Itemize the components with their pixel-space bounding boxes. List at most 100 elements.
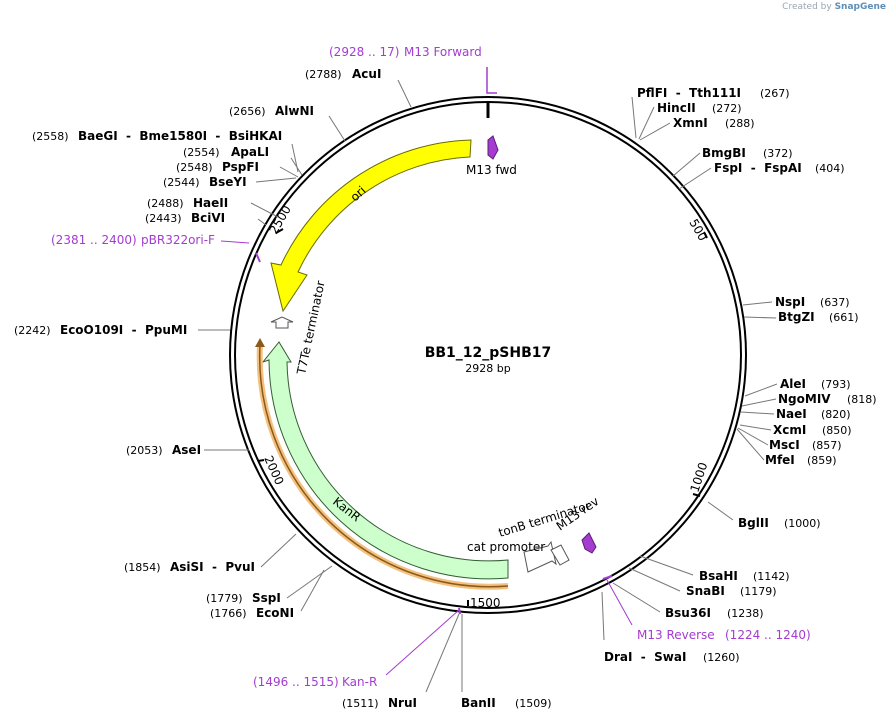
enzyme-bglii[interactable]: BglII bbox=[738, 516, 769, 530]
tick-label-500: 500 bbox=[686, 217, 710, 244]
enzyme-mfei[interactable]: MfeI bbox=[765, 453, 795, 467]
enzyme-btgzi-position: (661) bbox=[829, 311, 859, 324]
enzyme-nrui[interactable]: NruI bbox=[388, 696, 417, 710]
primer-m13-reverse-name: M13 Reverse bbox=[637, 628, 715, 642]
enzyme-apali-position: (2554) bbox=[183, 146, 220, 159]
enzyme-mfei-position: (859) bbox=[807, 454, 837, 467]
enzyme-drai-swai[interactable]: DraI - SwaI bbox=[604, 650, 686, 664]
enzyme-ecoo109i-ppumi[interactable]: EcoO109I - PpuMI bbox=[60, 323, 187, 337]
feature-ori-arrow[interactable] bbox=[270, 139, 472, 313]
enzyme-sspi[interactable]: SspI bbox=[252, 591, 281, 605]
enzyme-baegi-bme1580i-bsihkai[interactable]: BaeGI - Bme1580I - BsiHKAI bbox=[78, 129, 282, 143]
enzyme-fspi-group-position: (404) bbox=[815, 162, 845, 175]
enzyme-asisi-pvui[interactable]: AsiSI - PvuI bbox=[170, 560, 255, 574]
tick-2500: 2500 bbox=[266, 203, 293, 236]
enzyme-bglii-position: (1000) bbox=[784, 517, 821, 530]
enzyme-xcmi-position: (850) bbox=[822, 424, 852, 437]
backbone-outer-strand bbox=[229, 96, 747, 614]
enzyme-btgzi[interactable]: BtgZI bbox=[778, 310, 815, 324]
enzyme-alwni-position: (2656) bbox=[229, 105, 266, 118]
enzyme-xcmi[interactable]: XcmI bbox=[773, 423, 806, 437]
watermark-prefix: Created by bbox=[782, 2, 832, 12]
enzyme-econi[interactable]: EcoNI bbox=[256, 606, 294, 620]
enzyme-hincii[interactable]: HincII bbox=[657, 101, 696, 115]
enzyme-asisi-group-position: (1854) bbox=[124, 561, 161, 574]
plasmid-length: 2928 bp bbox=[465, 362, 510, 375]
enzyme-haeii-position: (2488) bbox=[147, 197, 184, 210]
primer-kan-r-name: Kan-R bbox=[342, 675, 377, 689]
enzyme-haeii[interactable]: HaeII bbox=[193, 196, 228, 210]
label-m13-fwd: M13 fwd bbox=[466, 163, 517, 177]
primer-m13-forward[interactable]: (2928 .. 17) M13 Forward bbox=[329, 45, 497, 94]
feature-cat-promoter-arrow[interactable] bbox=[523, 540, 557, 573]
enzyme-alei-position: (793) bbox=[821, 378, 851, 391]
enzyme-bcivi[interactable]: BciVI bbox=[191, 211, 225, 225]
enzyme-pflfi-group-position: (267) bbox=[760, 87, 790, 100]
primer-m13-forward-range: (2928 .. 17) bbox=[329, 45, 399, 59]
plasmid-name: BB1_12_pSHB17 bbox=[425, 345, 552, 361]
tick-1500: 1500 bbox=[467, 596, 501, 610]
enzyme-leader-lines bbox=[198, 79, 778, 693]
enzyme-nspi[interactable]: NspI bbox=[775, 295, 805, 309]
feature-t7te-terminator-arrow[interactable] bbox=[270, 316, 294, 329]
enzyme-alei[interactable]: AleI bbox=[780, 377, 806, 391]
snapgene-watermark: Created by SnapGene bbox=[782, 2, 886, 12]
primer-pbr322ori-f-name: pBR322ori-F bbox=[141, 233, 215, 247]
enzyme-bsahi-position: (1142) bbox=[753, 570, 790, 583]
enzyme-fspi-fspai[interactable]: FspI - FspAI bbox=[714, 161, 802, 175]
enzyme-xmni-position: (288) bbox=[725, 117, 755, 130]
snapgene-logo: SnapGene bbox=[834, 2, 886, 12]
tick-label-1000: 1000 bbox=[688, 461, 711, 494]
label-t7te-terminator: T7Te terminator bbox=[294, 280, 328, 377]
enzyme-acui-position: (2788) bbox=[305, 68, 342, 81]
enzyme-msci-position: (857) bbox=[812, 439, 842, 452]
primer-kan-r[interactable]: (1496 .. 1515) Kan-R bbox=[253, 607, 461, 689]
enzyme-msci[interactable]: MscI bbox=[769, 438, 800, 452]
enzyme-apali[interactable]: ApaLI bbox=[231, 145, 269, 159]
enzyme-hincii-position: (272) bbox=[712, 102, 742, 115]
primer-pbr322ori-f[interactable]: (2381 .. 2400) pBR322ori-F bbox=[51, 233, 261, 263]
enzyme-naei-position: (820) bbox=[821, 408, 851, 421]
feature-m13-fwd-arrow[interactable] bbox=[487, 135, 499, 160]
enzyme-drai-group-position: (1260) bbox=[703, 651, 740, 664]
enzyme-asei[interactable]: AseI bbox=[172, 443, 201, 457]
enzyme-bmgbi[interactable]: BmgBI bbox=[702, 146, 746, 160]
primer-m13-reverse[interactable]: M13 Reverse (1224 .. 1240) bbox=[602, 575, 811, 642]
feature-m13-rev-arrow[interactable] bbox=[581, 532, 597, 554]
enzyme-acui[interactable]: AcuI bbox=[352, 67, 381, 81]
label-cat-promoter: cat promoter bbox=[467, 540, 545, 554]
tick-label-2500: 2500 bbox=[266, 203, 293, 236]
feature-tonb-terminator-arrow[interactable] bbox=[550, 544, 570, 566]
enzyme-pflfi-tth111i[interactable]: PflFI - Tth111I bbox=[637, 86, 741, 100]
kanr-orf-arrowhead bbox=[255, 338, 265, 347]
primer-pbr322ori-f-range: (2381 .. 2400) bbox=[51, 233, 137, 247]
enzyme-sspi-position: (1779) bbox=[206, 592, 243, 605]
enzyme-bseyi[interactable]: BseYI bbox=[209, 175, 247, 189]
enzyme-alwni[interactable]: AlwNI bbox=[275, 104, 314, 118]
enzyme-banii[interactable]: BanII bbox=[461, 696, 496, 710]
enzyme-econi-position: (1766) bbox=[210, 607, 247, 620]
enzyme-pspfi[interactable]: PspFI bbox=[222, 160, 259, 174]
enzyme-bsahi[interactable]: BsaHI bbox=[699, 569, 738, 583]
enzyme-naei[interactable]: NaeI bbox=[776, 407, 807, 421]
enzyme-xmni[interactable]: XmnI bbox=[673, 116, 708, 130]
enzyme-nrui-position: (1511) bbox=[342, 697, 379, 710]
enzyme-bsu36i-position: (1238) bbox=[727, 607, 764, 620]
enzyme-ngomiv-position: (818) bbox=[847, 393, 877, 406]
tick-500: 500 bbox=[686, 217, 710, 244]
enzyme-nspi-position: (637) bbox=[820, 296, 850, 309]
enzyme-ngomiv[interactable]: NgoMIV bbox=[778, 392, 831, 406]
enzyme-asei-position: (2053) bbox=[126, 444, 163, 457]
feature-kanr-orf-line bbox=[258, 344, 509, 588]
primer-m13-forward-name: M13 Forward bbox=[404, 45, 482, 59]
enzyme-ecoo109i-group-position: (2242) bbox=[14, 324, 51, 337]
tick-label-1500: 1500 bbox=[470, 596, 501, 610]
enzyme-snabi[interactable]: SnaBI bbox=[686, 584, 725, 598]
enzyme-bsu36i[interactable]: Bsu36I bbox=[665, 606, 711, 620]
enzyme-bmgbi-position: (372) bbox=[763, 147, 793, 160]
enzyme-bseyi-position: (2544) bbox=[163, 176, 200, 189]
enzyme-baegi-group-position: (2558) bbox=[32, 130, 69, 143]
enzyme-bcivi-position: (2443) bbox=[145, 212, 182, 225]
feature-kanr-arrow[interactable] bbox=[261, 341, 509, 580]
enzyme-banii-position: (1509) bbox=[515, 697, 552, 710]
